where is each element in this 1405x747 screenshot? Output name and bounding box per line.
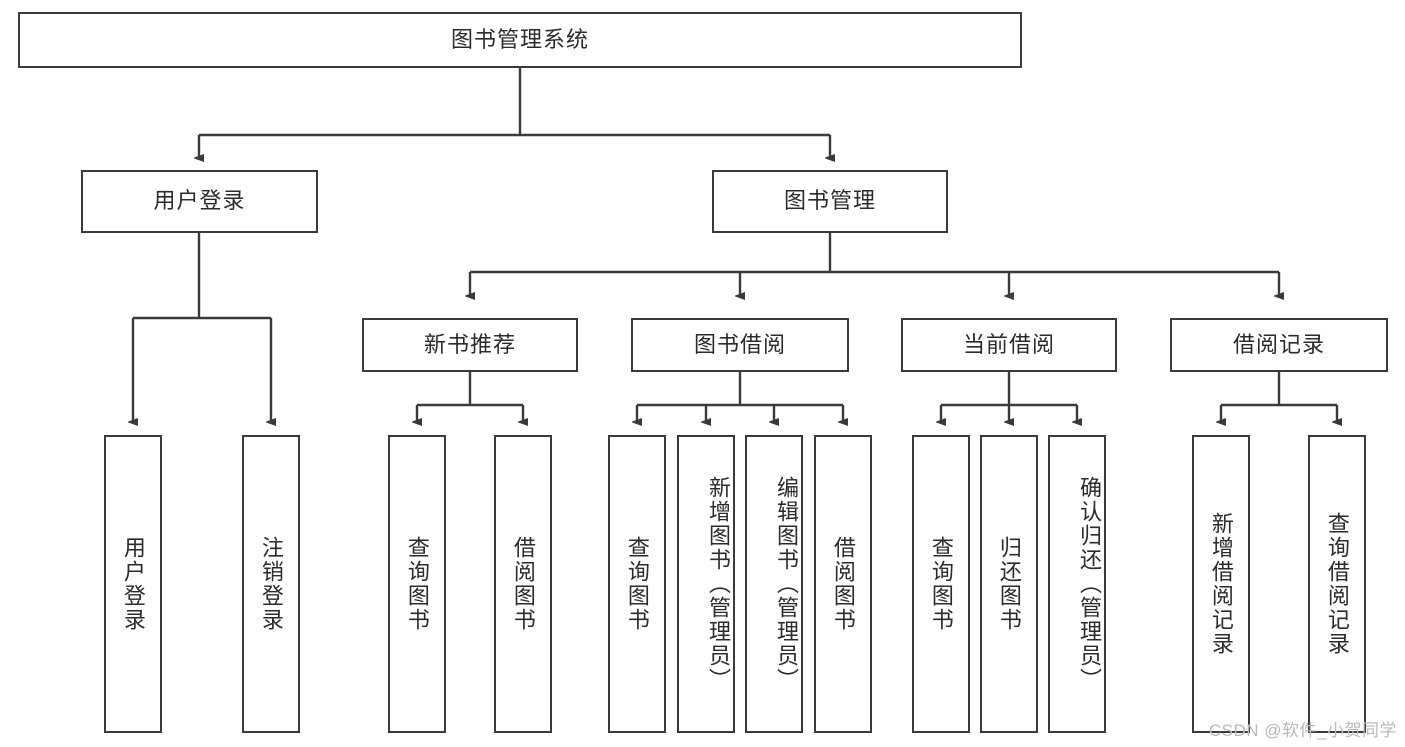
leaf-recommend-borrow-book-label: 借阅图书	[510, 536, 536, 632]
leaf-current-confirm-return-admin[interactable]: 确认归还（管理员）	[1048, 435, 1106, 733]
node-user-login-label: 用户登录	[153, 188, 246, 214]
leaf-borrow-edit-book-admin[interactable]: 编辑图书（管理员）	[745, 435, 803, 733]
leaf-current-confirm-return-admin-label: 确认归还（管理员）	[1077, 476, 1102, 692]
node-user-login[interactable]: 用户登录	[81, 170, 318, 233]
node-root-system[interactable]: 图书管理系统	[18, 12, 1022, 68]
leaf-record-query-record[interactable]: 查询借阅记录	[1308, 435, 1366, 733]
node-borrow-record-label: 借阅记录	[1232, 331, 1325, 357]
watermark: CSDN @软件_小贺同学	[1208, 721, 1397, 740]
leaf-borrow-edit-book-admin-label: 编辑图书（管理员）	[774, 476, 799, 692]
node-current-borrow-label: 当前借阅	[962, 331, 1055, 357]
leaf-recommend-borrow-book[interactable]: 借阅图书	[494, 435, 552, 733]
leaf-borrow-add-book-admin-label: 新增图书（管理员）	[706, 476, 731, 692]
leaf-user-login-signout[interactable]: 注销登录	[242, 435, 300, 733]
node-book-management-label: 图书管理	[783, 188, 876, 214]
node-root-system-label: 图书管理系统	[450, 26, 589, 52]
node-book-borrow[interactable]: 图书借阅	[631, 318, 849, 372]
leaf-recommend-query-book[interactable]: 查询图书	[388, 435, 446, 733]
node-current-borrow[interactable]: 当前借阅	[901, 318, 1117, 372]
leaf-recommend-query-book-label: 查询图书	[404, 536, 430, 632]
leaf-user-login-signin[interactable]: 用户登录	[104, 435, 162, 733]
node-new-book-recommend-label: 新书推荐	[423, 331, 516, 357]
leaf-borrow-add-book-admin[interactable]: 新增图书（管理员）	[677, 435, 735, 733]
node-book-borrow-label: 图书借阅	[693, 331, 786, 357]
node-borrow-record[interactable]: 借阅记录	[1170, 318, 1388, 372]
leaf-record-query-record-label: 查询借阅记录	[1324, 512, 1350, 656]
leaf-borrow-query-book[interactable]: 查询图书	[608, 435, 666, 733]
leaf-current-return-book-label: 归还图书	[996, 536, 1022, 632]
leaf-current-return-book[interactable]: 归还图书	[980, 435, 1038, 733]
node-book-management[interactable]: 图书管理	[712, 170, 948, 233]
leaf-borrow-query-book-label: 查询图书	[624, 536, 650, 632]
leaf-current-query-book-label: 查询图书	[928, 536, 954, 632]
leaf-user-login-signin-label: 用户登录	[120, 536, 146, 632]
leaf-record-add-record-label: 新增借阅记录	[1208, 512, 1234, 656]
leaf-borrow-borrow-book-label: 借阅图书	[830, 536, 856, 632]
leaf-user-login-signout-label: 注销登录	[258, 536, 284, 632]
leaf-record-add-record[interactable]: 新增借阅记录	[1192, 435, 1250, 733]
leaf-current-query-book[interactable]: 查询图书	[912, 435, 970, 733]
node-new-book-recommend[interactable]: 新书推荐	[362, 318, 578, 372]
leaf-borrow-borrow-book[interactable]: 借阅图书	[814, 435, 872, 733]
